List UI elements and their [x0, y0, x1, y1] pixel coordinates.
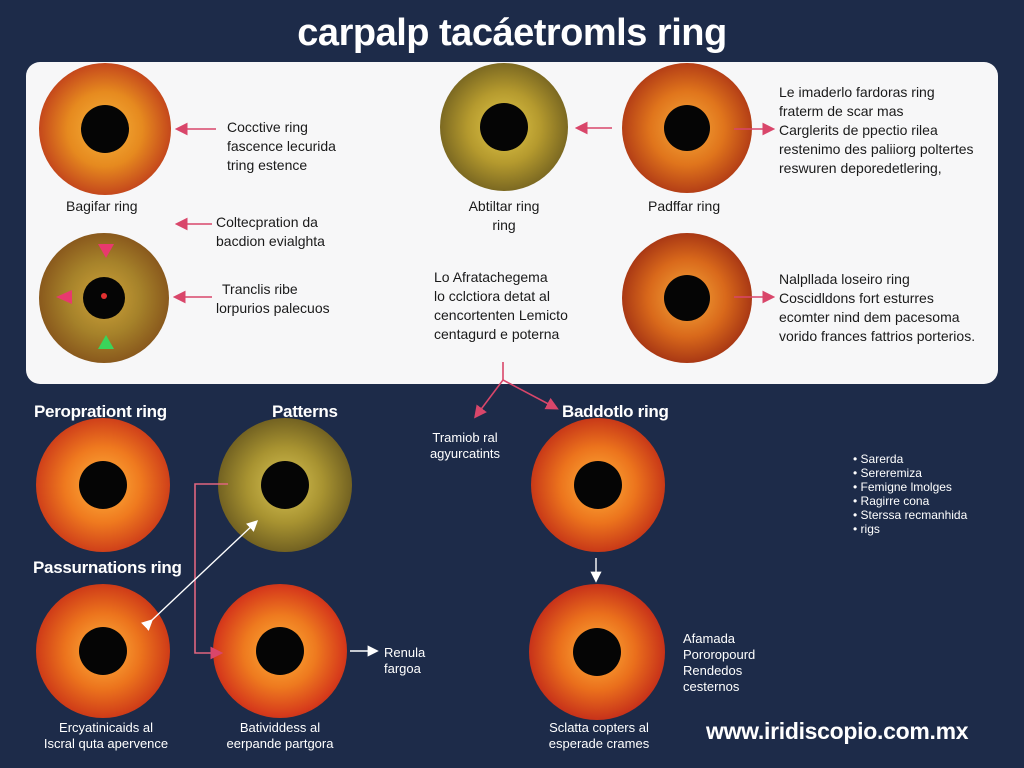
text-imaderlo: Le imaderlo fardoras ring fraterm de sca… — [779, 83, 974, 178]
caption-batividdess-line2: eerpande partgora — [226, 736, 334, 751]
heading-patterns: Patterns — [272, 402, 338, 421]
triangle-marker-icon — [98, 244, 114, 258]
caption-abtiltar-line1: Abtiltar ring — [468, 198, 540, 214]
text-coltecpration-line1: Coltecpration da — [216, 214, 318, 230]
bullet-item: • Sterssa recmanhida — [853, 508, 968, 522]
branch-connector — [474, 362, 559, 419]
website-link[interactable]: www.iridiscopio.com.mx — [706, 718, 969, 744]
text-nalpllada-line2: Coscidldons fort esturres — [779, 290, 934, 306]
caption-abtiltar: Abtiltar ring ring — [454, 197, 554, 235]
text-afratachegema-line4: centagurd e poterna — [434, 326, 560, 342]
bullet-item-label: Sterssa recmanhida — [860, 508, 968, 522]
text-nalpllada: Nalpllada loseiro ring Coscidldons fort … — [779, 270, 975, 346]
iris-abtiltar — [440, 63, 568, 191]
text-tramiob-line1: Tramiob ral — [432, 430, 498, 445]
text-imaderlo-line2: fraterm de scar mas — [779, 103, 904, 119]
text-afratachegema: Lo Afratachegema lo cclctiora detat al c… — [434, 268, 568, 344]
text-afamada-line1: Afamada — [683, 631, 736, 646]
text-afamada-line2: Pororopourd — [683, 647, 756, 662]
caption-bagifar: Bagifar ring — [66, 198, 138, 214]
text-afratachegema-line1: Lo Afratachegema — [434, 269, 548, 285]
text-coactive-line3: tring estence — [227, 157, 308, 173]
caption-batividdess-line1: Batividdess al — [239, 720, 321, 735]
bullet-item: • Ragirre cona — [853, 494, 930, 508]
iris-padffar — [622, 63, 752, 193]
bracket-connector — [194, 483, 228, 660]
bullet-item: • rigs — [853, 522, 880, 536]
text-nalpllada-line3: ecomter nind dem pacesoma — [779, 309, 960, 325]
triangle-marker-icon — [98, 335, 114, 349]
text-tranclis-line2: lorpurios palecuos — [216, 300, 330, 316]
caption-sclatta-line2: esperade crames — [548, 736, 650, 751]
triangle-marker-icon — [56, 290, 72, 304]
caption-sclatta: Sclatta copters al esperade crames — [520, 720, 678, 752]
text-afratachegema-line3: cencortenten Lemicto — [434, 307, 568, 323]
iris-bagifar — [39, 63, 171, 195]
caption-batividdess: Batividdess al eerpande partgora — [200, 720, 360, 752]
heading-peroprationt: Peroprationt ring — [34, 402, 167, 421]
iris-nalpllada — [622, 233, 752, 363]
red-dot-marker — [101, 293, 107, 299]
bullet-item: • Femigne lmolges — [853, 480, 952, 494]
caption-padffar: Padffar ring — [648, 198, 721, 214]
bullet-item-label: Femigne lmolges — [860, 480, 952, 494]
text-renula-line2: fargoa — [384, 661, 421, 676]
text-coactive-line2: fascence lecurida — [227, 138, 336, 154]
text-coactive-line1: Cocctive ring — [227, 119, 308, 135]
text-nalpllada-line4: vorido frances fattrios porterios. — [779, 328, 976, 344]
heading-baddotlo: Baddotlo ring — [562, 402, 669, 421]
bullet-item-label: Sarerda — [860, 452, 904, 466]
text-imaderlo-line1: Le imaderlo fardoras ring — [779, 84, 935, 100]
text-imaderlo-line5: reswuren deporedetlering, — [779, 160, 942, 176]
text-imaderlo-line4: restenimo des paliiorg poltertes — [779, 141, 974, 157]
text-imaderlo-line3: Carglerits de ppectio rilea — [779, 122, 938, 138]
text-tramiob-line2: agyurcatints — [429, 446, 501, 461]
text-tramiob: Tramiob ral agyurcatints — [410, 430, 520, 462]
bullet-list: • Sarerda • Sereremiza • Femigne lmolges… — [853, 452, 967, 536]
double-arrow-icon — [141, 520, 259, 631]
text-renula-line1: Renula — [384, 645, 426, 660]
bullet-item: • Sereremiza — [853, 466, 922, 480]
bullet-item-label: Sereremiza — [860, 466, 922, 480]
iris-sclatta — [529, 584, 665, 720]
caption-ercyatinicaids: Ercyatinicaids al Iscral quta apervence — [22, 720, 190, 752]
page-title: carpalp tacáetromls ring — [297, 12, 727, 54]
bullet-item-label: Ragirre cona — [860, 494, 930, 508]
text-afratachegema-line2: lo cclctiora detat al — [434, 288, 550, 304]
caption-abtiltar-line2: ring — [492, 217, 516, 233]
text-tranclis-line1: Tranclis ribe — [222, 281, 298, 297]
text-afamada-line3: Rendedos — [683, 663, 743, 678]
text-coltecpration-line2: bacdion evialghta — [216, 233, 325, 249]
bullet-item-label: rigs — [860, 522, 880, 536]
caption-ercyatinicaids-line1: Ercyatinicaids al — [59, 720, 153, 735]
text-coactive: Cocctive ring fascence lecurida tring es… — [227, 118, 336, 175]
bullet-item: • Sarerda — [853, 452, 904, 466]
text-coltecpration: Coltecpration da bacdion evialghta — [216, 213, 325, 251]
text-tranclis: Tranclis ribe lorpurios palecuos — [216, 280, 330, 318]
text-afamada: Afamada Pororopourd Rendedos cesternos — [683, 631, 755, 695]
iris-baddotlo — [531, 418, 665, 552]
caption-sclatta-line1: Sclatta copters al — [549, 720, 649, 735]
text-afamada-line4: cesternos — [683, 679, 740, 694]
text-renula: Renula fargoa — [384, 645, 425, 677]
caption-ercyatinicaids-line2: Iscral quta apervence — [43, 736, 169, 751]
text-nalpllada-line1: Nalpllada loseiro ring — [779, 271, 910, 287]
